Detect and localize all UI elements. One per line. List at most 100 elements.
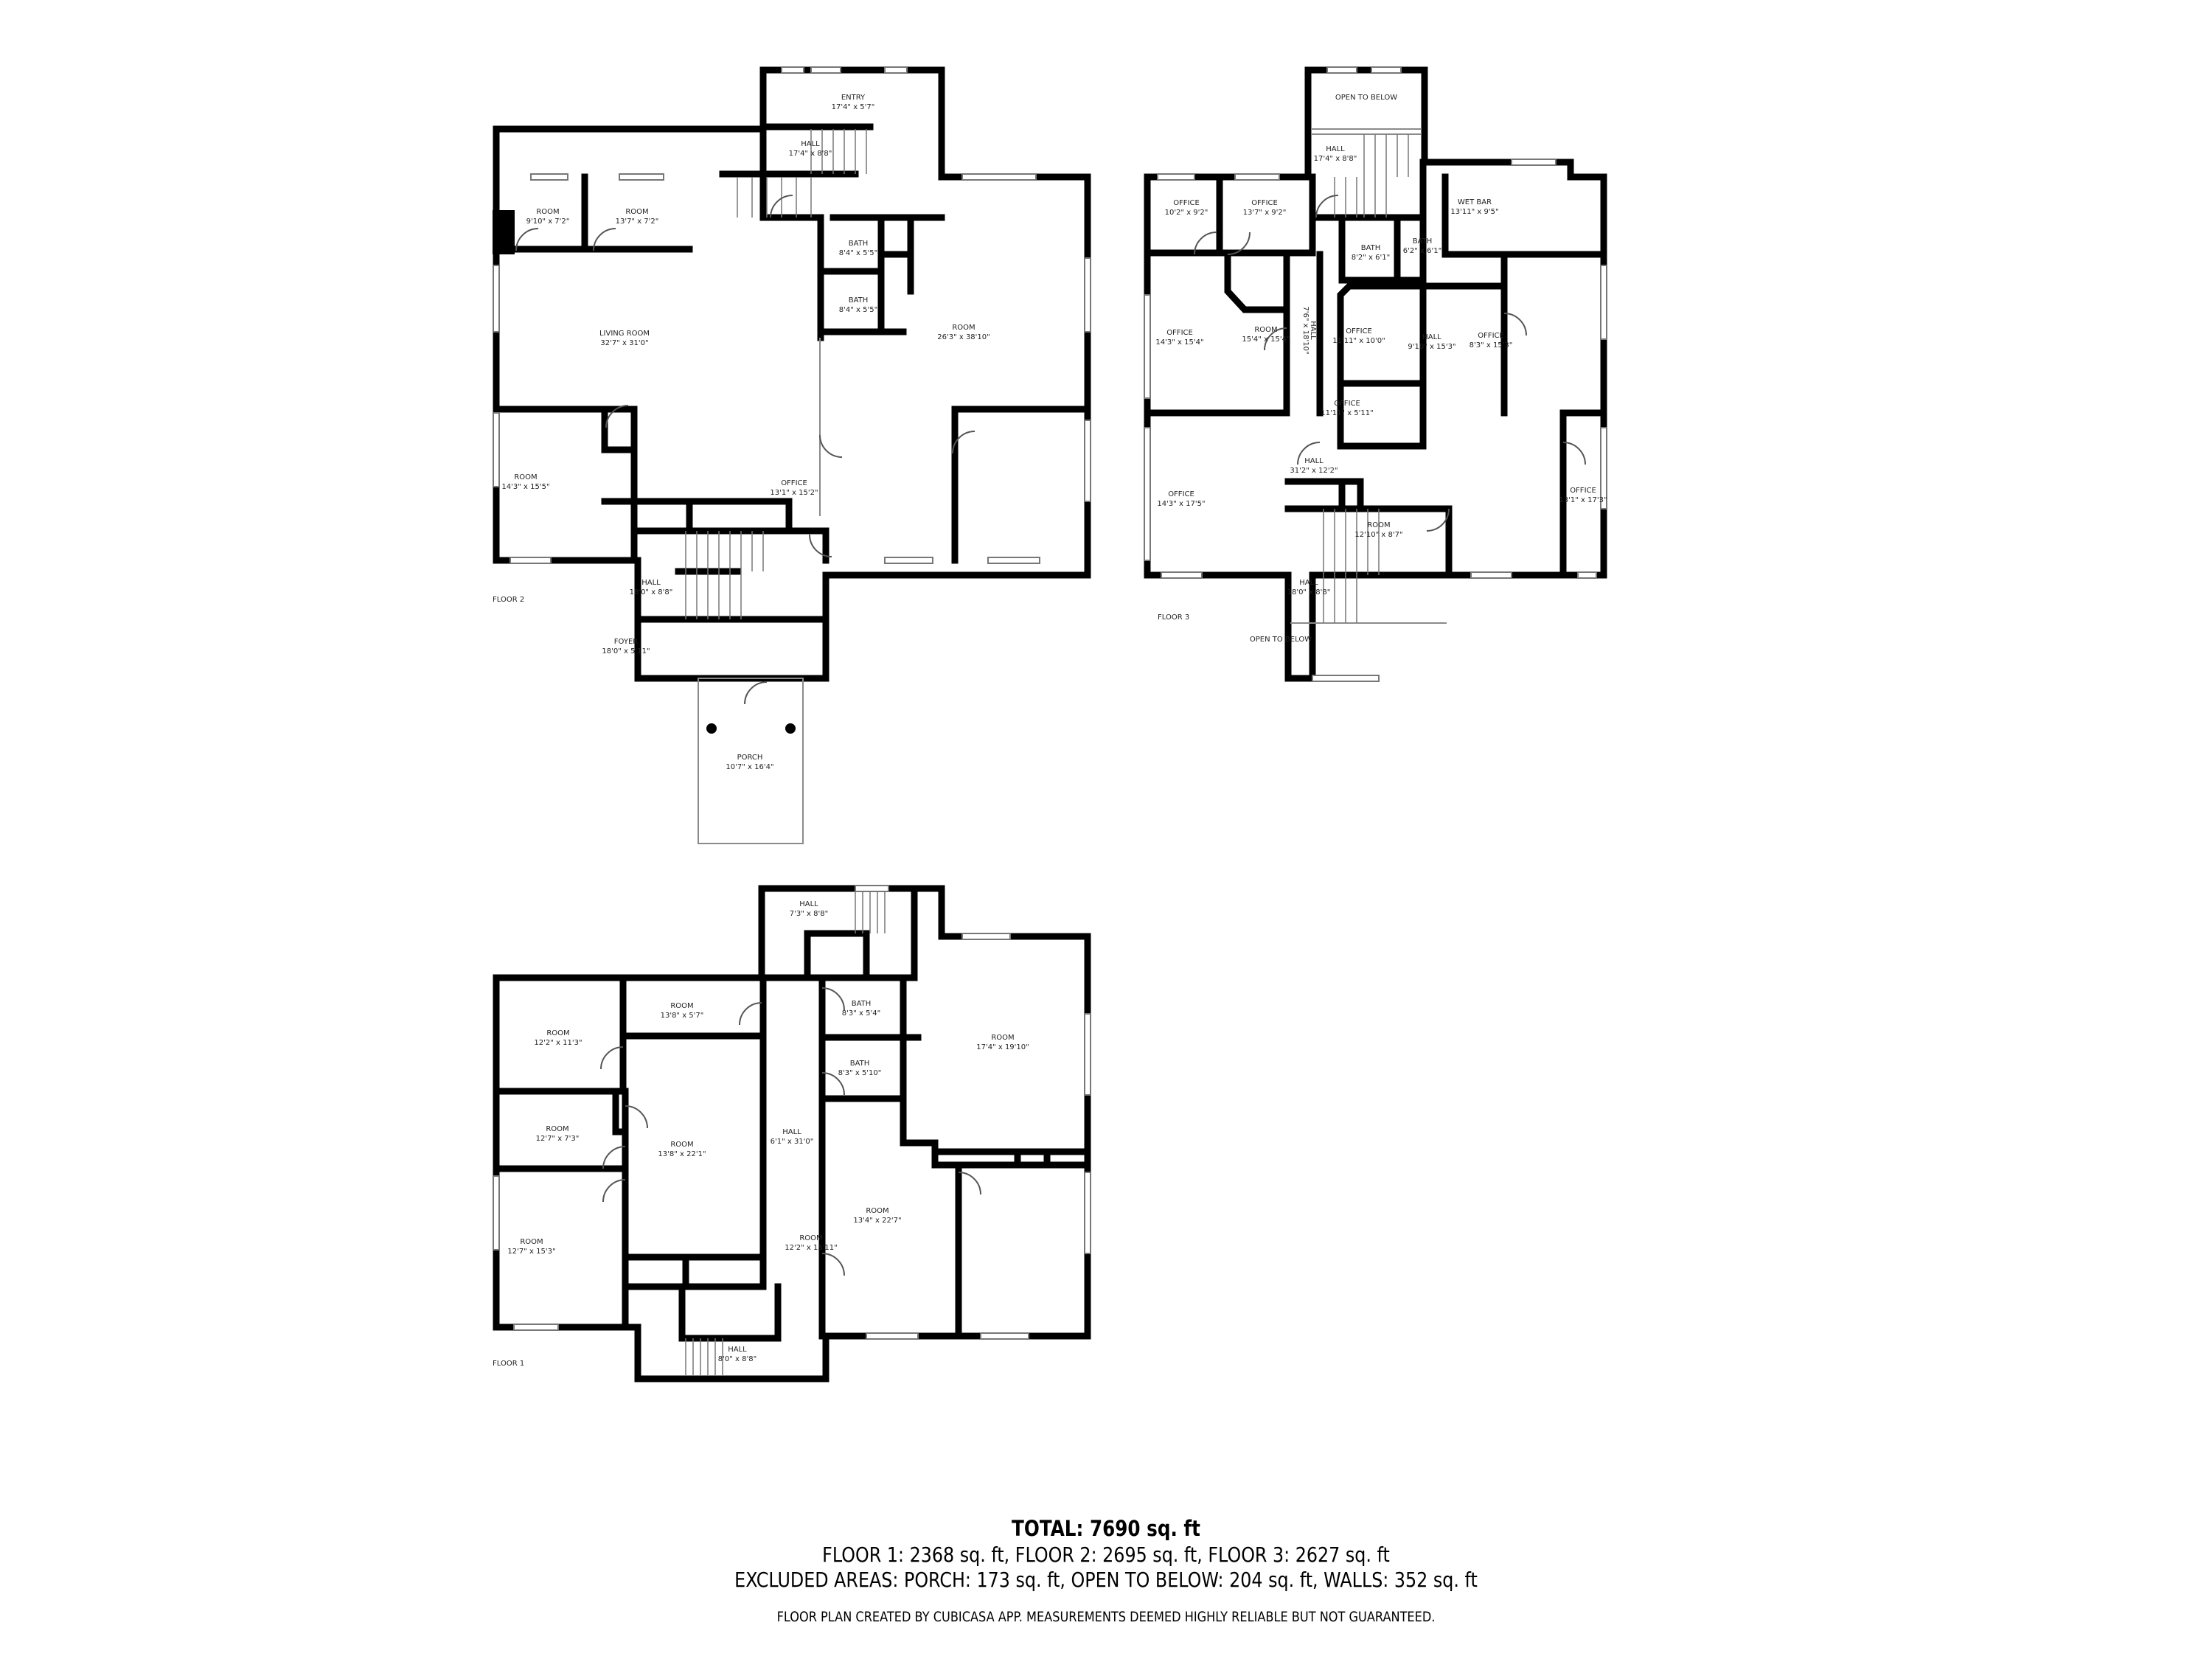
svg-text:9'10" x 7'2": 9'10" x 7'2" bbox=[526, 218, 570, 226]
svg-text:HALL: HALL bbox=[641, 579, 661, 587]
excluded-areas: EXCLUDED AREAS: PORCH: 173 sq. ft, OPEN … bbox=[734, 1568, 1478, 1592]
svg-text:13'4" x 22'7": 13'4" x 22'7" bbox=[853, 1217, 901, 1225]
svg-text:31'2" x 12'2": 31'2" x 12'2" bbox=[1290, 467, 1338, 475]
svg-text:HALL: HALL bbox=[1304, 457, 1324, 465]
svg-text:OFFICE: OFFICE bbox=[1173, 199, 1200, 207]
svg-text:OFFICE: OFFICE bbox=[1570, 487, 1596, 495]
svg-text:32'7" x 31'0": 32'7" x 31'0" bbox=[600, 339, 648, 347]
svg-text:12'10" x 8'7": 12'10" x 8'7" bbox=[1354, 531, 1402, 539]
floor-2-label: FLOOR 2 bbox=[493, 596, 524, 604]
svg-text:ROOM: ROOM bbox=[536, 208, 559, 216]
svg-text:OFFICE: OFFICE bbox=[1166, 329, 1193, 337]
svg-text:17'4" x 19'10": 17'4" x 19'10" bbox=[976, 1043, 1029, 1051]
svg-text:8'0" x 8'8": 8'0" x 8'8" bbox=[718, 1355, 757, 1363]
svg-text:15'4" x 15'4": 15'4" x 15'4" bbox=[1242, 335, 1290, 344]
svg-text:12'2" x 11'3": 12'2" x 11'3" bbox=[534, 1039, 582, 1047]
svg-text:12'7" x 15'3": 12'7" x 15'3" bbox=[507, 1248, 555, 1256]
svg-text:WET BAR: WET BAR bbox=[1458, 198, 1492, 206]
svg-text:8'3" x 5'4": 8'3" x 5'4" bbox=[842, 1009, 880, 1018]
svg-text:13'8" x 22'1": 13'8" x 22'1" bbox=[658, 1150, 706, 1158]
svg-text:HALL: HALL bbox=[728, 1346, 747, 1354]
svg-text:BATH: BATH bbox=[849, 240, 869, 248]
svg-text:OPEN TO BELOW: OPEN TO BELOW bbox=[1335, 94, 1397, 102]
total-area: TOTAL: 7690 sq. ft bbox=[1012, 1516, 1200, 1541]
svg-text:HALL: HALL bbox=[1309, 321, 1317, 340]
svg-text:17'4" x 5'7": 17'4" x 5'7" bbox=[832, 103, 875, 111]
svg-text:OPEN TO BELOW: OPEN TO BELOW bbox=[1250, 636, 1312, 644]
floor-1-plan bbox=[493, 885, 1091, 1382]
floor-3-label: FLOOR 3 bbox=[1158, 613, 1189, 622]
svg-text:14'3" x 15'5": 14'3" x 15'5" bbox=[501, 483, 549, 491]
svg-text:BATH: BATH bbox=[849, 296, 869, 305]
svg-text:ROOM: ROOM bbox=[1367, 521, 1390, 529]
svg-text:BATH: BATH bbox=[1413, 237, 1433, 246]
svg-text:ROOM: ROOM bbox=[514, 473, 537, 481]
svg-text:BATH: BATH bbox=[1361, 244, 1381, 252]
svg-text:ROOM: ROOM bbox=[799, 1234, 822, 1242]
svg-text:OFFICE: OFFICE bbox=[1168, 490, 1194, 498]
svg-text:ROOM: ROOM bbox=[952, 324, 975, 332]
floor-1-label: FLOOR 1 bbox=[493, 1360, 524, 1368]
svg-text:ROOM: ROOM bbox=[991, 1034, 1014, 1042]
svg-text:13'1" x 15'2": 13'1" x 15'2" bbox=[770, 489, 818, 497]
svg-text:ROOM: ROOM bbox=[625, 208, 648, 216]
svg-text:HALL: HALL bbox=[801, 140, 820, 148]
svg-text:6'2" x 6'1": 6'2" x 6'1" bbox=[1403, 247, 1441, 255]
disclaimer: FLOOR PLAN CREATED BY CUBICASA APP. MEAS… bbox=[776, 1609, 1436, 1625]
svg-text:11'11" x 10'0": 11'11" x 10'0" bbox=[1332, 337, 1385, 345]
floor-3-plan bbox=[1144, 66, 1607, 682]
svg-text:PORCH: PORCH bbox=[737, 754, 763, 762]
svg-text:9'10" x 15'3": 9'10" x 15'3" bbox=[1408, 343, 1455, 351]
svg-text:ROOM: ROOM bbox=[1254, 326, 1277, 334]
svg-text:ROOM: ROOM bbox=[670, 1141, 693, 1149]
svg-text:ROOM: ROOM bbox=[866, 1207, 888, 1215]
svg-text:OFFICE: OFFICE bbox=[1251, 199, 1278, 207]
svg-text:8'3" x 15'3": 8'3" x 15'3" bbox=[1470, 341, 1513, 349]
svg-text:ROOM: ROOM bbox=[670, 1002, 693, 1010]
svg-text:13'1" x 17'3": 13'1" x 17'3" bbox=[1559, 496, 1607, 504]
svg-text:ROOM: ROOM bbox=[546, 1125, 568, 1133]
svg-text:26'3" x 38'10": 26'3" x 38'10" bbox=[937, 333, 990, 341]
floor-3-room-labels: OPEN TO BELOW HALL 17'4" x 8'8" OFFICE 1… bbox=[1155, 94, 1607, 644]
svg-text:12'2" x 15'11": 12'2" x 15'11" bbox=[785, 1244, 838, 1252]
svg-text:17'4" x 8'8": 17'4" x 8'8" bbox=[1314, 155, 1357, 163]
floor-2-plan bbox=[493, 66, 1091, 844]
svg-text:10'7" x 16'4": 10'7" x 16'4" bbox=[726, 763, 773, 771]
svg-text:14'3" x 17'5": 14'3" x 17'5" bbox=[1157, 500, 1205, 508]
svg-text:13'7" x 9'2": 13'7" x 9'2" bbox=[1243, 209, 1287, 217]
svg-text:FOYER: FOYER bbox=[614, 638, 639, 646]
svg-text:HALL: HALL bbox=[782, 1128, 801, 1136]
svg-text:8'2" x 6'1": 8'2" x 6'1" bbox=[1352, 254, 1390, 262]
svg-text:17'4" x 8'8": 17'4" x 8'8" bbox=[789, 150, 832, 158]
svg-text:HALL: HALL bbox=[1326, 145, 1345, 153]
svg-text:OFFICE: OFFICE bbox=[1478, 332, 1504, 340]
svg-text:11'11" x 5'11": 11'11" x 5'11" bbox=[1321, 409, 1374, 417]
floor-1-room-labels: HALL 7'3" x 8'8" ROOM 12'2" x 11'3" ROOM… bbox=[507, 900, 1029, 1363]
svg-text:18'0" x 5'11": 18'0" x 5'11" bbox=[602, 647, 650, 655]
svg-text:10'2" x 9'2": 10'2" x 9'2" bbox=[1165, 209, 1208, 217]
svg-text:OFFICE: OFFICE bbox=[1334, 400, 1360, 408]
svg-text:7'3" x 8'8": 7'3" x 8'8" bbox=[790, 910, 828, 918]
svg-text:13'7" x 7'2": 13'7" x 7'2" bbox=[616, 218, 659, 226]
svg-text:8'3" x 5'10": 8'3" x 5'10" bbox=[838, 1069, 882, 1077]
svg-text:18'0" x 8'8": 18'0" x 8'8" bbox=[630, 588, 673, 597]
svg-text:HALL: HALL bbox=[1422, 333, 1441, 341]
svg-text:12'7" x 7'3": 12'7" x 7'3" bbox=[536, 1135, 580, 1143]
svg-text:13'8" x 5'7": 13'8" x 5'7" bbox=[661, 1012, 704, 1020]
svg-text:OFFICE: OFFICE bbox=[1346, 327, 1372, 335]
svg-text:OFFICE: OFFICE bbox=[781, 479, 807, 487]
svg-text:ROOM: ROOM bbox=[546, 1029, 569, 1037]
svg-text:8'4" x 5'5": 8'4" x 5'5" bbox=[839, 306, 877, 314]
svg-text:HALL: HALL bbox=[1299, 579, 1318, 587]
svg-text:13'11" x 9'5": 13'11" x 9'5" bbox=[1450, 208, 1498, 216]
svg-text:BATH: BATH bbox=[850, 1060, 870, 1068]
svg-text:8'4" x 5'5": 8'4" x 5'5" bbox=[839, 249, 877, 257]
floor-areas: FLOOR 1: 2368 sq. ft, FLOOR 2: 2695 sq. … bbox=[822, 1543, 1390, 1567]
svg-text:7'6" x 18'10": 7'6" x 18'10" bbox=[1301, 306, 1310, 354]
svg-text:HALL: HALL bbox=[799, 900, 818, 908]
svg-text:18'0" x 8'8": 18'0" x 8'8" bbox=[1287, 588, 1331, 597]
svg-text:ENTRY: ENTRY bbox=[841, 94, 866, 102]
floor-2-room-labels: ENTRY 17'4" x 5'7" HALL 17'4" x 8'8" ROO… bbox=[501, 94, 990, 771]
svg-text:14'3" x 15'4": 14'3" x 15'4" bbox=[1155, 338, 1203, 347]
